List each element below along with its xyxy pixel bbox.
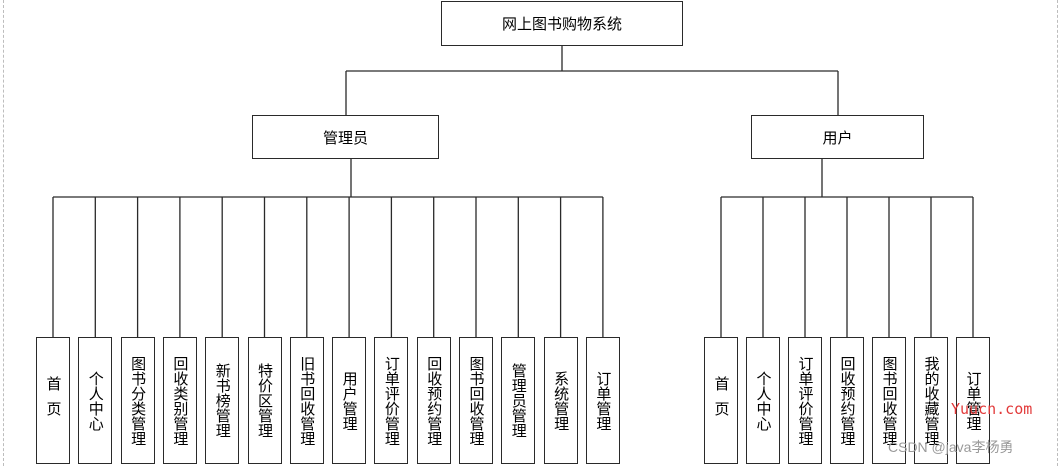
right-guide-line [1057, 0, 1058, 466]
leaf-node: 首页 [704, 337, 738, 464]
leaf-label: 回收预约管理 [838, 355, 857, 446]
leaf-label: 用户管理 [340, 370, 359, 431]
watermark-csdn: CSDN @java李杨勇 [888, 439, 1014, 455]
root-node: 网上图书购物系统 [441, 1, 683, 46]
leaf-label: 首页 [712, 375, 731, 426]
leaf-node: 订单管理 [956, 337, 990, 464]
leaf-node: 旧书回收管理 [289, 337, 324, 464]
leaf-node: 订单管理 [585, 337, 620, 464]
leaf-label: 我的收藏管理 [922, 355, 941, 446]
leaf-node: 回收预约管理 [416, 337, 451, 464]
leaf-node: 图书回收管理 [459, 337, 493, 464]
leaf-node: 图书分类管理 [120, 337, 155, 464]
leaf-node: 我的收藏管理 [914, 337, 948, 464]
leaf-label: 订单评价管理 [796, 355, 815, 446]
leaf-label: 个人中心 [754, 370, 773, 431]
leaf-label: 订单管理 [594, 370, 613, 431]
leaf-label: 个人中心 [86, 370, 105, 431]
leaf-node: 回收类别管理 [162, 337, 197, 464]
leaf-node: 订单评价管理 [374, 337, 409, 464]
leaf-label: 订单评价管理 [382, 355, 401, 446]
leaf-node: 用户管理 [332, 337, 367, 464]
leaf-node: 图书回收管理 [872, 337, 906, 464]
leaf-node: 首页 [36, 337, 70, 464]
leaf-node: 回收预约管理 [830, 337, 864, 464]
leaf-label: 图书回收管理 [467, 355, 486, 446]
watermark-site: Yuucn.com [951, 400, 1033, 418]
leaf-node: 个人中心 [78, 337, 113, 464]
leaf-node: 订单评价管理 [788, 337, 822, 464]
admin-label: 管理员 [322, 128, 368, 147]
leaf-node: 管理员管理 [501, 337, 536, 464]
leaf-label: 图书分类管理 [129, 355, 148, 446]
leaf-label: 特价区管理 [256, 363, 274, 438]
leaf-label: 旧书回收管理 [298, 355, 317, 446]
leaf-node: 特价区管理 [247, 337, 282, 464]
leaf-label: 管理员管理 [509, 363, 528, 438]
leaf-node: 个人中心 [746, 337, 780, 464]
leaf-label: 首页 [44, 375, 63, 426]
leaf-node: 系统管理 [543, 337, 578, 464]
leaf-label: 回收类别管理 [171, 355, 190, 446]
user-label: 用户 [822, 128, 853, 147]
leaf-label: 图书回收管理 [880, 355, 899, 446]
user-node: 用户 [751, 115, 924, 159]
leaf-node: 新书榜管理 [205, 337, 240, 464]
leaf-label: 订单管理 [964, 370, 983, 431]
leaf-label: 回收预约管理 [425, 355, 444, 446]
leaf-label: 系统管理 [552, 370, 571, 431]
left-guide-line [3, 0, 4, 466]
admin-node: 管理员 [252, 115, 439, 159]
leaf-label: 新书榜管理 [213, 363, 232, 438]
root-label: 网上图书购物系统 [501, 15, 622, 33]
